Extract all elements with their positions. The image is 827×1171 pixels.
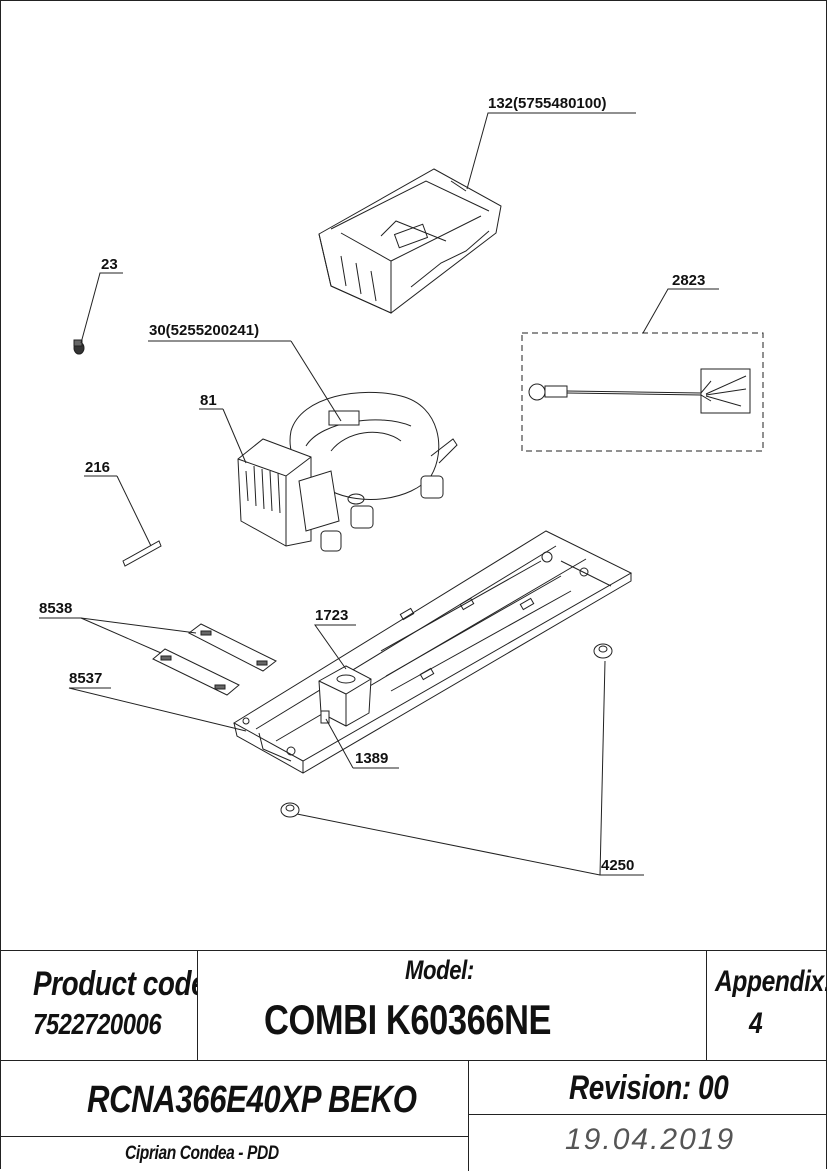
- callout-2823: 2823: [672, 272, 705, 289]
- callout-81: 81: [200, 392, 217, 409]
- part-81-relay-box: [237, 438, 340, 547]
- product-name-cell: RCNA366E40XP BEKO: [1, 1061, 469, 1137]
- model-cell: Model: COMBI K60366NE: [198, 951, 707, 1061]
- part-1389-clip: [320, 710, 330, 724]
- date-cell: 19.04.2019: [469, 1115, 827, 1171]
- model-label: Model:: [405, 955, 474, 985]
- title-block: Product code: 7522720006 Model: COMBI K6…: [1, 950, 827, 1171]
- leader-lines: [39, 112, 719, 876]
- appendix-label: Appendix:: [715, 965, 827, 998]
- part-216-pin: [122, 540, 162, 567]
- callout-1389: 1389: [355, 750, 388, 767]
- part-8538-pads: [152, 623, 277, 696]
- product-code-cell: Product code: 7522720006: [1, 951, 198, 1061]
- callout-30: 30(5255200241): [149, 322, 259, 339]
- model-value: COMBI K60366NE: [264, 996, 552, 1043]
- part-132-drip-tray: [318, 168, 502, 314]
- appendix-value: 4: [749, 1007, 763, 1040]
- part-4250-grommets: [280, 643, 613, 818]
- date: 19.04.2019: [565, 1123, 736, 1156]
- callout-23: 23: [101, 256, 118, 273]
- callout-1723: 1723: [315, 607, 348, 624]
- part-8537-base-plate: [233, 530, 633, 774]
- product-code-value: 7522720006: [33, 1009, 162, 1041]
- part-23-screw: [73, 339, 85, 355]
- part-1723-bracket: [318, 665, 372, 727]
- exploded-view-drawing: 132(5755480100) 23 2823 30(5255200241) 8…: [39, 95, 764, 876]
- part-2823-power-cable: [521, 332, 764, 452]
- product-name: RCNA366E40XP BEKO: [87, 1079, 417, 1121]
- callout-4250: 4250: [601, 857, 634, 874]
- author: Ciprian Condea - PDD: [125, 1143, 279, 1164]
- callout-8538: 8538: [39, 600, 72, 617]
- callout-216: 216: [85, 459, 110, 476]
- revision-cell: Revision: 00: [469, 1061, 827, 1115]
- callout-8537: 8537: [69, 670, 102, 687]
- author-cell: Ciprian Condea - PDD: [1, 1137, 469, 1171]
- callout-132: 132(5755480100): [488, 95, 606, 112]
- appendix-cell: Appendix: 4: [707, 951, 827, 1061]
- product-code-label: Product code:: [33, 965, 198, 1003]
- revision: Revision: 00: [569, 1069, 729, 1107]
